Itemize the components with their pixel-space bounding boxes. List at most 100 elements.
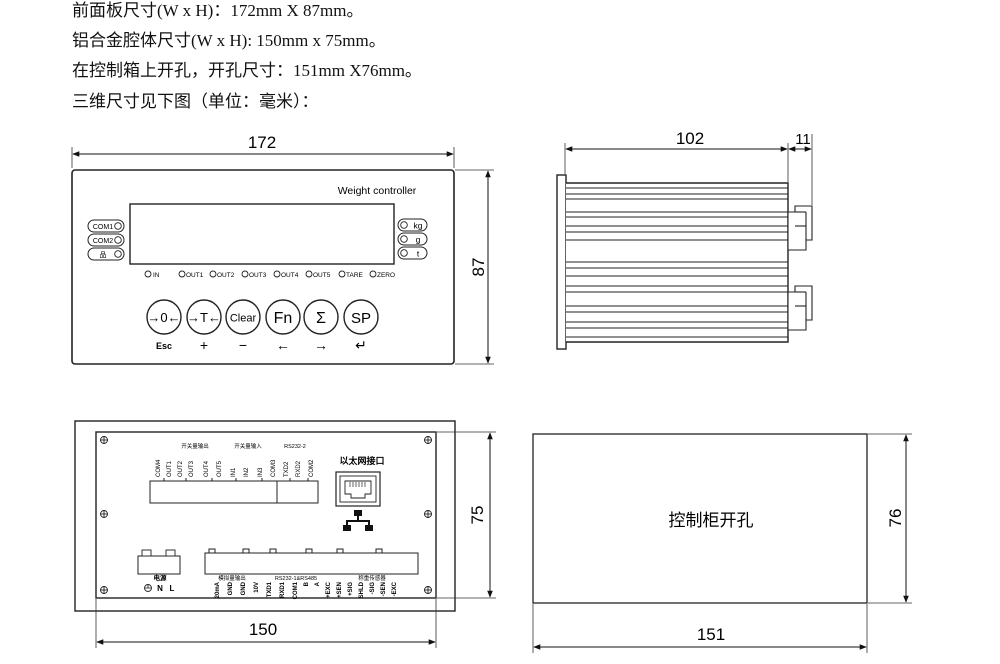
front-panel-height-label: 87 <box>469 258 488 277</box>
top-terminal-labels: COM4 OUT1 OUT2 OUT3 OUT4 OUT5 IN1 IN2 IN… <box>156 459 315 477</box>
load-cell-footer: 称重传感器 <box>358 574 386 582</box>
top-pin-com4: COM4 <box>156 459 162 477</box>
bottom-pin-20ma: 20mA <box>215 581 221 598</box>
tare-key <box>186 299 222 335</box>
indicator-tare: TARE <box>346 272 364 279</box>
top-pin-out1: OUT1 <box>167 460 173 477</box>
sp-key <box>343 299 379 335</box>
display-window <box>129 203 395 265</box>
power-label: 电源 <box>154 573 168 582</box>
power-terminal: 电源 N L <box>137 549 181 593</box>
indicator-out1: OUT1 <box>186 272 204 279</box>
top-pin-in3: IN3 <box>258 467 264 477</box>
top-pin-com2: COM2 <box>309 459 315 477</box>
bottom-pin-a: A <box>315 581 321 586</box>
top-pin-out4: OUT4 <box>204 460 210 477</box>
cutout-width-label: 151 <box>697 625 725 644</box>
plus-sublabel: + <box>200 337 208 353</box>
top-pin-rxd2: RXD2 <box>296 460 302 477</box>
indicator-out2: OUT2 <box>217 272 235 279</box>
analog-output-footer: 模拟量输出 <box>218 574 246 582</box>
zero-key-label: →0← <box>147 310 180 325</box>
ethernet-label: 以太网接口 <box>339 455 384 466</box>
tare-key-label: →T← <box>187 310 221 325</box>
bottom-pin-gnd-1: GND <box>228 581 234 595</box>
indicator-out3: OUT3 <box>249 272 267 279</box>
rear-height-label: 75 <box>468 506 487 525</box>
rear-panel-width-dimension: 150 <box>95 599 437 648</box>
intro-line-2: 铝合金腔体尺寸(W x H): 150mm x 75mm。 <box>72 31 386 50</box>
rs232-1-rs485-footer: RS232-1&RS485 <box>275 576 317 582</box>
right-arrow-sublabel: → <box>314 337 328 353</box>
com-indicators-left: COM1 COM2 品 <box>87 219 125 261</box>
rear-panel: 开关量输出 开关量输入 RS232-2 COM4 OUT1 OUT2 OUT3 … <box>74 420 456 612</box>
front-panel-width-label: 172 <box>248 133 276 152</box>
enter-sublabel: ↵ <box>355 337 367 353</box>
digital-input-header: 开关量输入 <box>234 442 262 450</box>
rear-panel-height-dimension: 75 <box>437 431 496 599</box>
top-terminal-blocks <box>149 478 319 504</box>
bottom-terminal-block <box>204 548 419 575</box>
cutout-label: 控制柜开孔 <box>669 511 754 530</box>
bottom-pin-plus-sig: +SIG <box>348 582 354 596</box>
fn-key-label: Fn <box>274 310 293 327</box>
side-connectors <box>787 205 813 331</box>
top-pin-txd2: TXD2 <box>284 461 290 477</box>
rs232-2-header: RS232-2 <box>284 444 306 450</box>
unit-g-label: g <box>416 235 421 245</box>
indicator-in: IN <box>153 272 160 279</box>
bottom-pin-minus-sen: -SEN <box>381 582 387 596</box>
side-depth-label: 102 <box>676 129 704 148</box>
com1-label: COM1 <box>93 224 113 231</box>
side-view: 102 11 <box>556 129 813 350</box>
cabinet-cutout: 控制柜开孔 151 76 <box>532 433 912 653</box>
bottom-pin-txd1: TXD1 <box>267 581 273 597</box>
sp-key-label: SP <box>351 310 371 327</box>
intro-line-4: 三维尺寸见下图（单位：毫米）： <box>72 92 319 111</box>
top-pin-com3: COM3 <box>271 459 277 477</box>
power-pin-n: N <box>157 584 163 593</box>
bottom-pin-plus-exc: +EXC <box>326 581 332 598</box>
indicator-zero: ZERO <box>377 272 395 279</box>
screw-holes <box>100 436 432 594</box>
side-front-label: 11 <box>795 131 811 148</box>
unit-t-label: t <box>417 249 420 259</box>
com2-label: COM2 <box>93 238 113 245</box>
brand-label: Weight controller <box>338 185 417 197</box>
unit-indicators-right: kg g t <box>397 218 428 260</box>
side-front-plate <box>556 174 567 350</box>
bottom-terminal-labels: 20mA GND GND 10V TXD1 RXD1 COM1 B A +EXC… <box>215 581 398 599</box>
esc-sublabel: Esc <box>156 341 172 351</box>
clear-key <box>225 299 261 335</box>
bottom-pin-gnd-2: GND <box>241 581 247 595</box>
left-arrow-sublabel: ← <box>276 337 290 353</box>
bottom-pin-minus-exc: -EXC <box>392 581 398 596</box>
bottom-pin-minus-sig: -SIG <box>370 582 376 595</box>
unit-kg-label: kg <box>414 221 423 231</box>
bottom-pin-10v: 10V <box>254 582 260 593</box>
side-fins <box>566 187 788 338</box>
rear-width-label: 150 <box>249 620 277 639</box>
bottom-pin-shld: SHLD <box>359 581 365 598</box>
network-icon <box>343 510 373 531</box>
keypad: →0← →T← Clear Fn Σ SP Esc + − ← → ↵ <box>146 299 379 353</box>
front-panel-width-dimension: 172 <box>71 133 455 168</box>
indicator-out4: OUT4 <box>281 272 299 279</box>
status-indicator-row: IN OUT1 OUT2 OUT3 OUT4 OUT5 TARE ZERO <box>144 270 395 279</box>
clear-key-label: Clear <box>230 313 257 325</box>
front-panel-height-dimension: 87 <box>455 169 494 365</box>
bottom-pin-rxd1: RXD1 <box>280 581 286 598</box>
intro-line-3: 在控制箱上开孔，开孔尺寸：151mm X76mm。 <box>72 61 422 80</box>
intro-line-1: 前面板尺寸(W x H)：172mm X 87mm。 <box>72 1 364 20</box>
top-pin-in1: IN1 <box>231 467 237 477</box>
indicator-out5: OUT5 <box>313 272 331 279</box>
minus-sublabel: − <box>239 337 247 353</box>
cutout-height-label: 76 <box>886 509 905 528</box>
front-panel: Weight controller COM1 COM2 品 kg g t <box>71 169 455 365</box>
zero-key <box>146 299 182 335</box>
top-pin-out5: OUT5 <box>217 460 223 477</box>
top-pin-out2: OUT2 <box>178 460 184 477</box>
top-pin-in2: IN2 <box>244 467 250 477</box>
bottom-pin-com1: COM1 <box>293 581 299 599</box>
